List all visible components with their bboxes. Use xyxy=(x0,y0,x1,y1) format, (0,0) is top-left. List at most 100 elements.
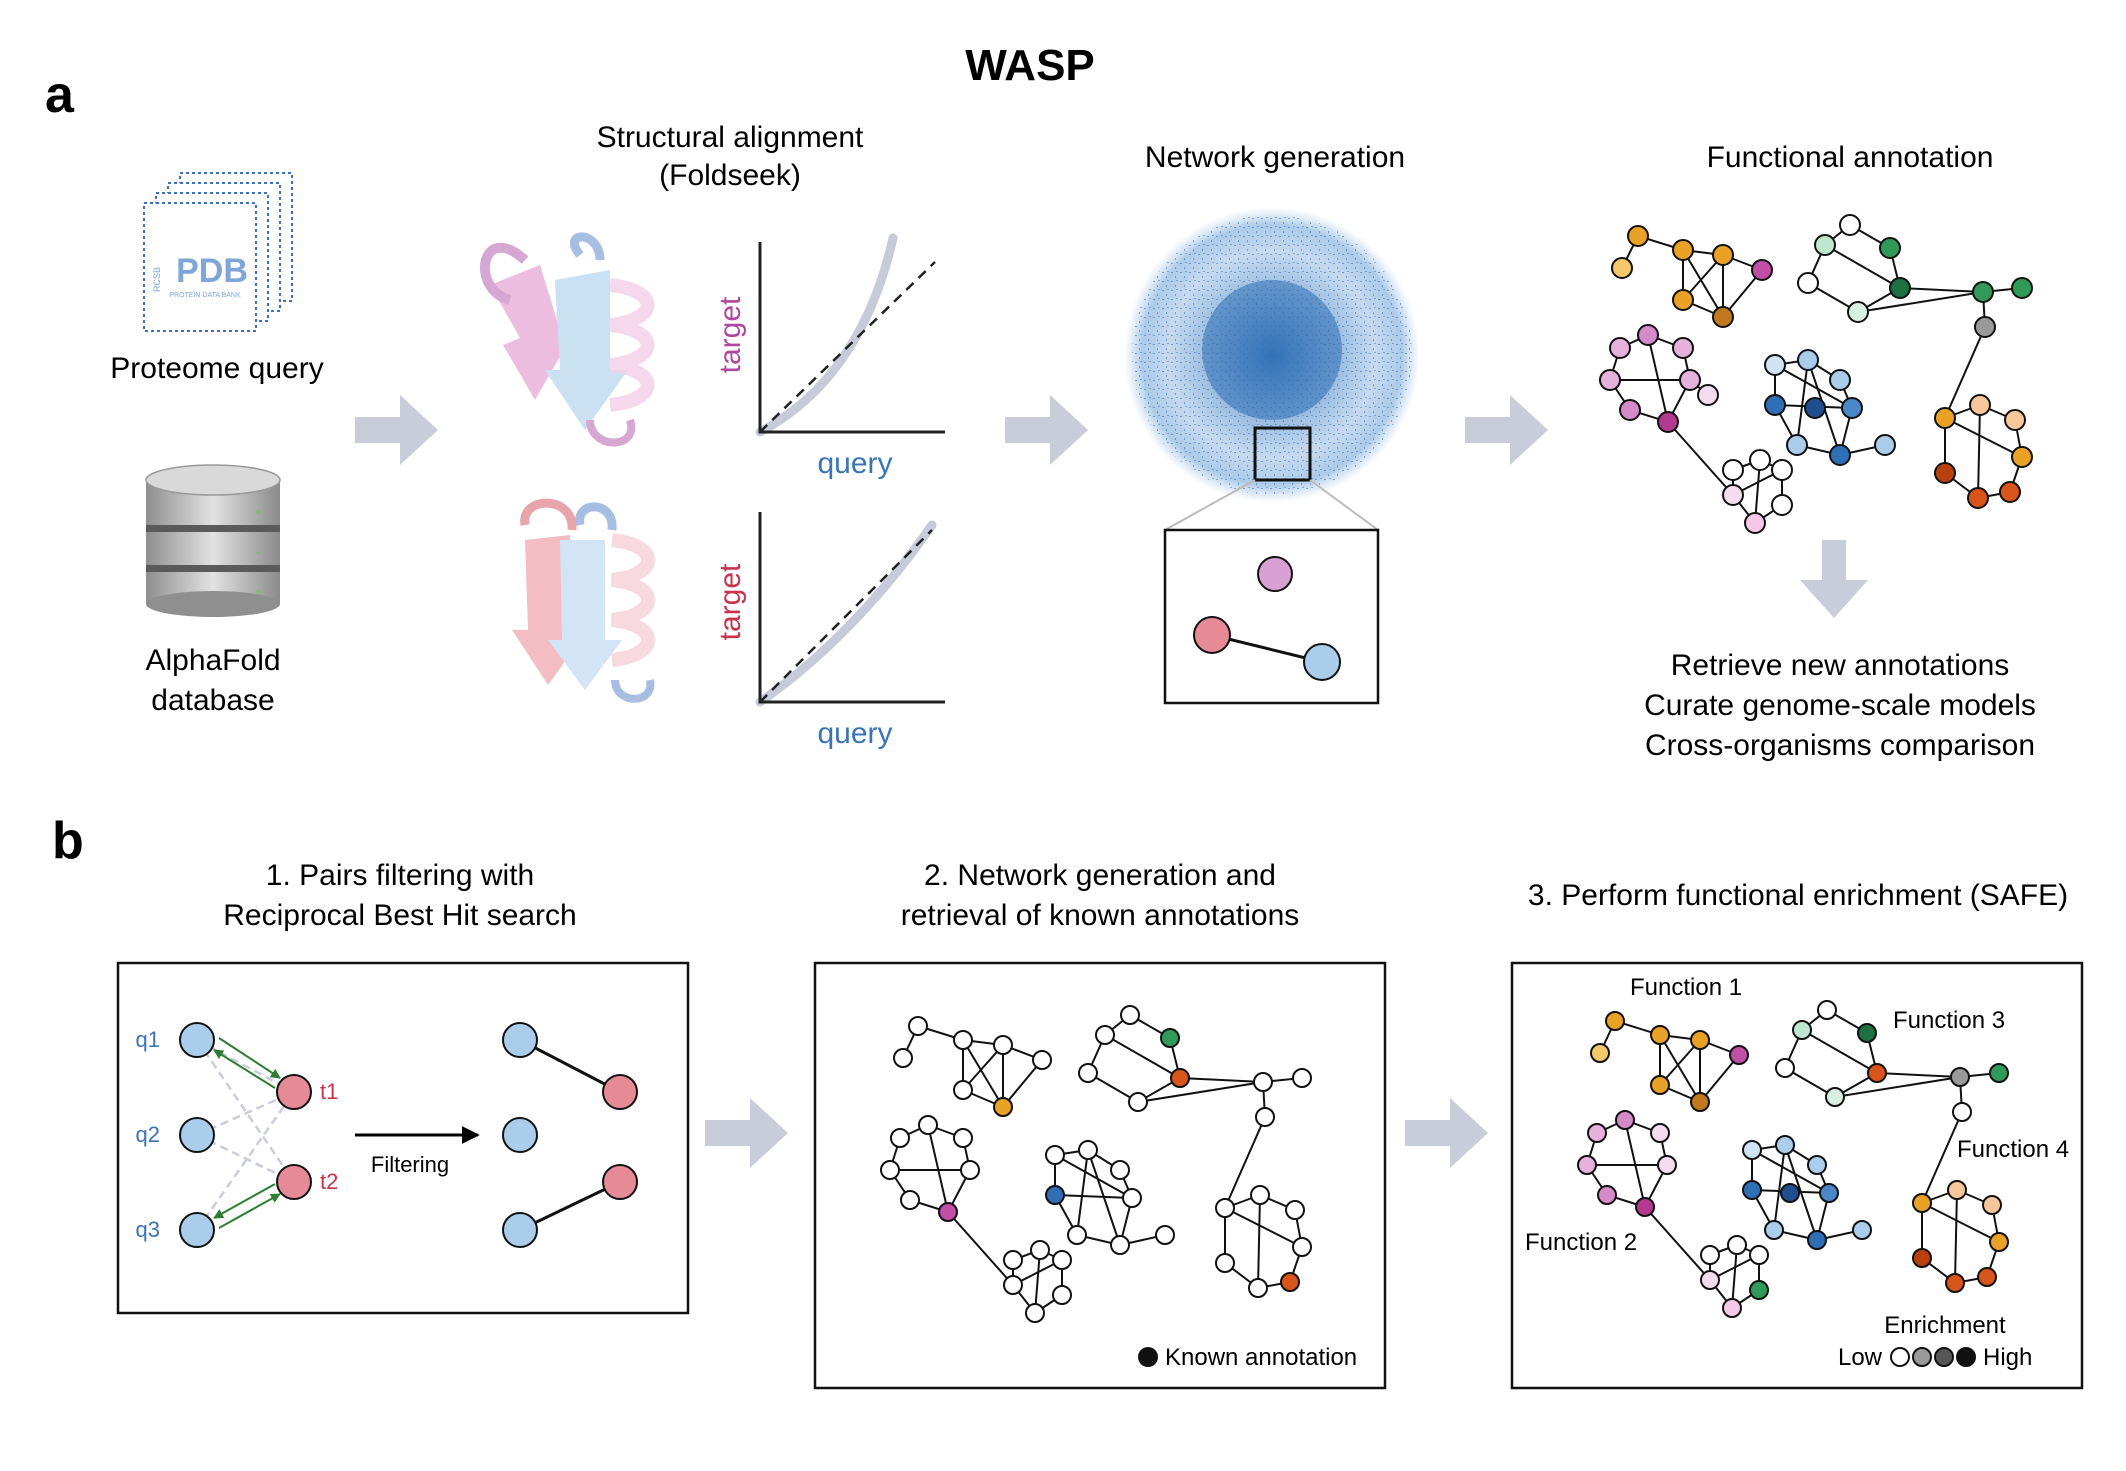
node xyxy=(1945,1273,1965,1293)
node xyxy=(918,1115,938,1135)
plot2-ylabel: target xyxy=(714,563,747,640)
outcome-3: Cross-organisms comparison xyxy=(1645,729,2035,762)
node xyxy=(1950,1067,1970,1087)
node xyxy=(1155,1225,1175,1245)
node xyxy=(1879,237,1901,259)
query-node xyxy=(179,1022,215,1058)
node xyxy=(1742,1180,1762,1200)
node xyxy=(1095,1025,1115,1045)
node xyxy=(1650,1123,1670,1143)
node xyxy=(1078,1140,1098,1160)
function-3-label: Function 3 xyxy=(1893,1007,2005,1034)
node xyxy=(938,1202,958,1222)
node xyxy=(1078,1063,1098,1083)
alignment-curve xyxy=(755,233,898,437)
plot-axes xyxy=(758,512,945,704)
node xyxy=(1303,643,1341,681)
protein-structure-1-icon xyxy=(479,232,655,447)
database-icon xyxy=(145,464,281,617)
node xyxy=(900,1190,920,1210)
node xyxy=(1003,1275,1023,1295)
node xyxy=(1599,369,1621,391)
node xyxy=(1807,1155,1827,1175)
zoom-box xyxy=(1253,426,1312,482)
node xyxy=(1248,1278,1268,1298)
known-annotation-legend-dot xyxy=(1138,1347,1158,1367)
node xyxy=(1889,277,1911,299)
node xyxy=(880,1160,900,1180)
node xyxy=(1052,1250,1072,1270)
alignment-title-line1: Structural alignment xyxy=(597,121,864,154)
node xyxy=(1839,214,1861,236)
node xyxy=(1749,1245,1769,1265)
query-label-q1: q1 xyxy=(136,1027,160,1052)
plot-axes xyxy=(758,242,945,434)
node xyxy=(1775,1135,1795,1155)
target-label-t2: t2 xyxy=(320,1169,338,1194)
node xyxy=(1650,1025,1670,1045)
node xyxy=(1657,1155,1677,1175)
node xyxy=(1627,225,1649,247)
node xyxy=(1615,1110,1635,1130)
alignment-title-line2: (Foldseek) xyxy=(659,159,801,192)
plot1-xlabel: query xyxy=(817,447,892,480)
node xyxy=(1867,1063,1887,1083)
node xyxy=(1712,244,1734,266)
node xyxy=(1974,316,1996,338)
node xyxy=(1657,411,1679,433)
node xyxy=(1193,616,1231,654)
node xyxy=(890,1128,910,1148)
node xyxy=(1952,1102,1972,1122)
node xyxy=(1619,399,1641,421)
node xyxy=(1253,1072,1273,1092)
pdb-stack-icon: PDB RCSB PROTEIN DATA BANK xyxy=(143,172,293,332)
node xyxy=(1934,407,1956,429)
node xyxy=(1690,1092,1710,1112)
enrichment-legend-high: High xyxy=(1983,1344,2032,1371)
node xyxy=(1989,1063,2009,1083)
node xyxy=(1829,369,1851,391)
node xyxy=(1030,1240,1050,1260)
step1-title-line2: Reciprocal Best Hit search xyxy=(223,899,576,932)
node xyxy=(1797,349,1819,371)
node xyxy=(1797,272,1819,294)
node xyxy=(1857,1023,1877,1043)
node xyxy=(1292,1068,1312,1088)
node xyxy=(1804,397,1826,419)
pdb-logo-text: PDB xyxy=(176,252,248,290)
protein-structure-2-icon xyxy=(512,498,655,703)
node xyxy=(1722,1298,1742,1318)
node xyxy=(1775,1058,1795,1078)
node xyxy=(993,1035,1013,1055)
node xyxy=(1764,354,1786,376)
pdb-logo-side: RCSB xyxy=(152,267,162,292)
node xyxy=(1989,1232,2009,1252)
node xyxy=(1792,1020,1812,1040)
node xyxy=(1590,1043,1610,1063)
node xyxy=(1967,487,1989,509)
node xyxy=(1934,462,1956,484)
node xyxy=(1650,1075,1670,1095)
panel-a-label: a xyxy=(45,66,75,124)
annotated-network xyxy=(1609,224,2023,524)
node xyxy=(1672,337,1694,359)
figure-title: WASP xyxy=(965,41,1095,90)
query-node xyxy=(179,1212,215,1248)
zoom-lines xyxy=(1164,479,1379,531)
node xyxy=(2011,446,2033,468)
flow-arrow-icon xyxy=(1005,395,1088,465)
node xyxy=(1597,1185,1617,1205)
node xyxy=(1690,1030,1710,1050)
alignment-plot-2: target query xyxy=(714,512,945,750)
zoom-inset xyxy=(1163,528,1380,705)
step2-title-line2: retrieval of known annotations xyxy=(901,899,1300,932)
node xyxy=(1128,1092,1148,1112)
query-node xyxy=(502,1212,538,1248)
node xyxy=(1722,459,1744,481)
node xyxy=(953,1030,973,1050)
target-node xyxy=(276,1074,312,1110)
flow-arrow-icon xyxy=(705,1098,788,1168)
alphafold-label-line2: database xyxy=(151,684,274,717)
node xyxy=(1003,1250,1023,1270)
node xyxy=(953,1080,973,1100)
